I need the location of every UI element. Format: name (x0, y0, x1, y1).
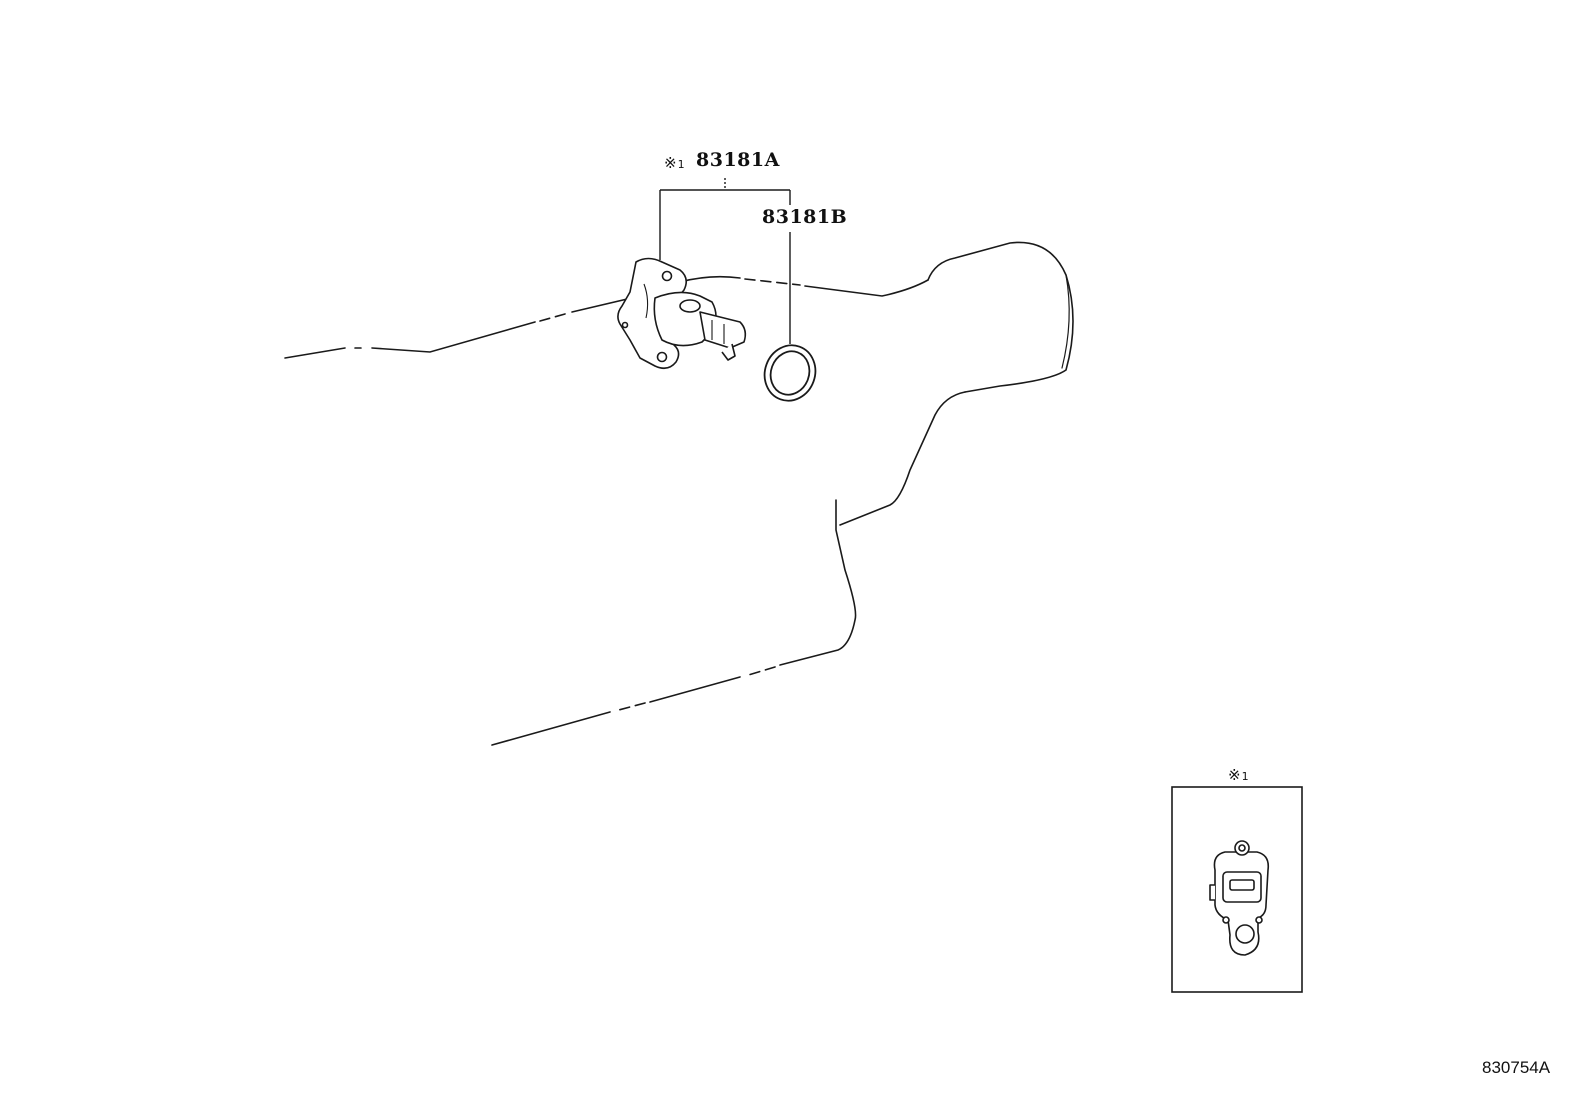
part-number-83181a: 83181A (696, 149, 780, 171)
speed-sensor-drawing (617, 257, 747, 370)
inset-box (1171, 786, 1303, 993)
transmission-housing-outline (284, 241, 1074, 746)
o-ring-gasket-drawing (763, 344, 817, 402)
inset-note-symbol: ※ (1228, 766, 1241, 784)
inset-note-mark: ※1 (1228, 766, 1249, 784)
inset-note-number: 1 (1241, 770, 1249, 783)
callout-leader-lines (659, 178, 791, 344)
note-number: 1 (677, 158, 685, 171)
part-number-83181b: 83181B (762, 206, 848, 228)
inset-sensor-drawing (1209, 840, 1270, 956)
illustration-code: 830754A (1482, 1058, 1551, 1077)
note-symbol: ※ (664, 154, 677, 172)
note-mark-main: ※1 (664, 154, 685, 172)
